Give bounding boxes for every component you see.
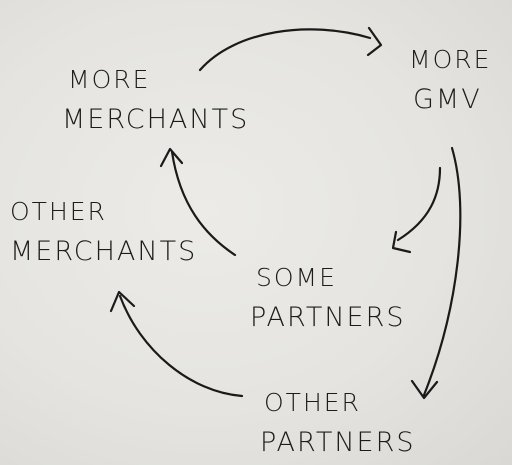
- node-more-gmv-line2: GMV: [413, 84, 482, 115]
- arrowhead-more-gmv-top: [366, 26, 383, 57]
- node-some-partners-line1: SOME: [256, 263, 337, 292]
- node-other-partners-line2: PARTNERS: [260, 427, 416, 458]
- node-some-partners-line2: PARTNERS: [250, 302, 406, 333]
- node-more-merchants-line1: MORE: [68, 65, 151, 94]
- node-some-partners: SOME PARTNERS: [250, 258, 405, 338]
- arrowhead-other-partners: [410, 379, 439, 400]
- node-other-merchants-line1: OTHER: [10, 197, 107, 226]
- arrowhead-some-partners: [391, 230, 412, 254]
- edge-more-gmv-to-some-partners: [396, 166, 442, 242]
- node-other-partners-line1: OTHER: [264, 388, 361, 417]
- arrowhead-more-merchants-bottom: [159, 147, 184, 168]
- node-more-merchants-line2: MERCHANTS: [62, 104, 250, 135]
- node-more-merchants: MORE MERCHANTS: [62, 60, 249, 140]
- node-other-merchants: OTHER MERCHANTS: [10, 192, 197, 272]
- arrowhead-other-merchants: [109, 290, 136, 313]
- edge-other-partners-to-other-merchants: [118, 294, 244, 398]
- node-more-gmv-line1: MORE: [409, 45, 492, 74]
- node-other-merchants-line2: MERCHANTS: [10, 236, 198, 267]
- edge-some-partners-to-more-merchants: [170, 150, 237, 257]
- edge-more-merchants-to-more-gmv: [198, 28, 372, 72]
- node-more-gmv: MORE GMV: [409, 40, 491, 120]
- edge-more-gmv-to-other-partners: [422, 146, 462, 397]
- node-other-partners: OTHER PARTNERS: [260, 383, 415, 463]
